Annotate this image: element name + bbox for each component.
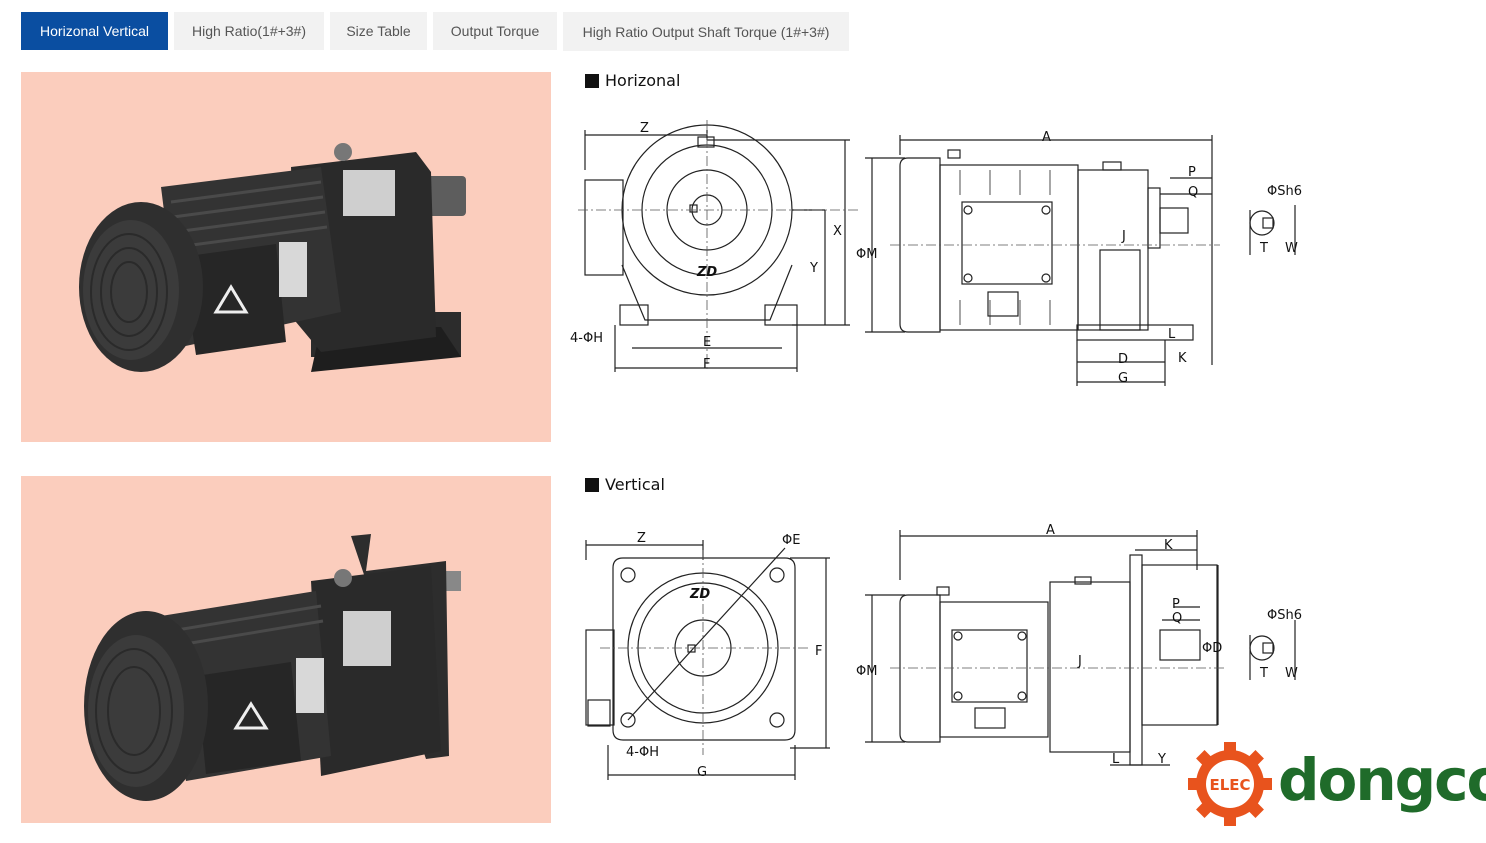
dim-j-label: J	[1121, 229, 1126, 244]
dim-l-label: L	[1112, 752, 1120, 767]
dongco-logo: ELEC dongco	[1186, 740, 1486, 828]
heading-square-icon	[585, 73, 599, 88]
dim-m-label: ΦM	[856, 247, 877, 262]
dim-a-label: A	[1046, 523, 1055, 538]
zd-brand-mark: ZD	[689, 587, 710, 602]
dim-sh6-label: ΦSh6	[1267, 608, 1302, 623]
dim-j-label: J	[1077, 654, 1082, 669]
tab-horizonal-vertical[interactable]: Horizonal Vertical	[21, 12, 168, 50]
dim-k-label: K	[1164, 538, 1173, 553]
tab-high-ratio-output-shaft-torque[interactable]: High Ratio Output Shaft Torque (1#+3#)	[563, 12, 849, 51]
dim-m-label: ΦM	[856, 664, 877, 679]
dim-l-label: L	[1168, 327, 1176, 342]
dim-g-label: G	[1118, 371, 1128, 386]
dim-w-label: W	[1285, 666, 1298, 681]
dim-d-label: ΦD	[1202, 641, 1222, 656]
vertical-dimension-drawing: Z ΦE F 4-ΦH G ZD ΦM A K P Q J ΦD L Y ΦSh…	[585, 523, 1302, 780]
dim-q-label: Q	[1172, 611, 1182, 626]
dim-a-label: A	[1042, 130, 1051, 145]
dim-f-label: F	[815, 644, 822, 659]
dim-z-label: Z	[640, 121, 649, 136]
dim-h-label: 4-ΦH	[626, 745, 659, 760]
dim-f-label: F	[703, 357, 710, 372]
dim-h-label: 4-ΦH	[570, 331, 603, 346]
dim-q-label: Q	[1188, 185, 1198, 200]
tab-high-ratio[interactable]: High Ratio(1#+3#)	[174, 12, 324, 50]
gear-icon: ELEC	[1188, 742, 1272, 826]
vertical-motor-photo	[21, 476, 551, 823]
zd-brand-mark: ZD	[696, 265, 717, 280]
tab-size-table[interactable]: Size Table	[330, 12, 427, 50]
dim-g-label: G	[697, 765, 707, 780]
dim-y-label: Y	[809, 261, 818, 276]
tab-output-torque[interactable]: Output Torque	[433, 12, 557, 50]
dim-e-label: E	[703, 335, 711, 350]
dim-p-label: P	[1188, 165, 1196, 180]
dim-d-label: D	[1118, 352, 1128, 367]
heading-square-icon	[585, 477, 599, 492]
dim-k-label: K	[1178, 351, 1187, 366]
logo-badge-text: ELEC	[1209, 776, 1250, 794]
horizontal-dimension-drawing: Z X Y 4-ΦH E F ZD ΦM A P Q J L K D G ΦSh…	[570, 120, 1302, 386]
tab-bar: Horizonal Vertical High Ratio(1#+3#) Siz…	[21, 12, 849, 51]
dim-sh6-label: ΦSh6	[1267, 184, 1302, 199]
vertical-title: Vertical	[605, 475, 665, 494]
horizonal-title: Horizonal	[605, 71, 681, 90]
dim-y-label: Y	[1157, 752, 1166, 767]
logo-wordmark: dongco	[1278, 746, 1486, 814]
horizonal-heading: Horizonal	[585, 71, 680, 90]
dim-t-label: T	[1259, 666, 1268, 681]
vertical-heading: Vertical	[585, 475, 665, 494]
dim-x-label: X	[833, 224, 842, 239]
dim-e-label: ΦE	[782, 533, 800, 548]
dim-p-label: P	[1172, 597, 1180, 612]
dim-w-label: W	[1285, 241, 1298, 256]
dim-t-label: T	[1259, 241, 1268, 256]
dim-z-label: Z	[637, 531, 646, 546]
horizontal-motor-photo	[21, 72, 551, 442]
